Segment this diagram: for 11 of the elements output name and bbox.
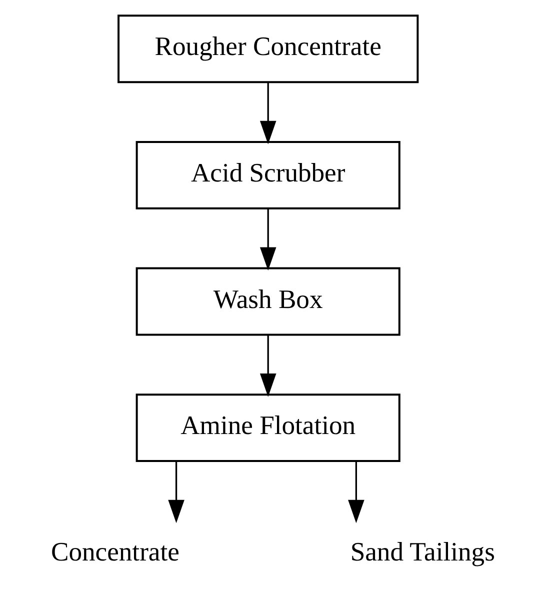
node-text: Sand Tailings: [350, 536, 495, 566]
node-box: Acid Scrubber: [136, 140, 400, 209]
arrow: [348, 461, 364, 523]
node-box: Amine Flotation: [136, 393, 400, 462]
arrow: [168, 461, 184, 523]
arrow: [260, 334, 276, 396]
node-text: Concentrate: [51, 536, 180, 566]
arrow: [260, 82, 276, 144]
arrow: [260, 208, 276, 270]
node-box: Rougher Concentrate: [118, 14, 419, 83]
node-box: Wash Box: [136, 266, 400, 336]
